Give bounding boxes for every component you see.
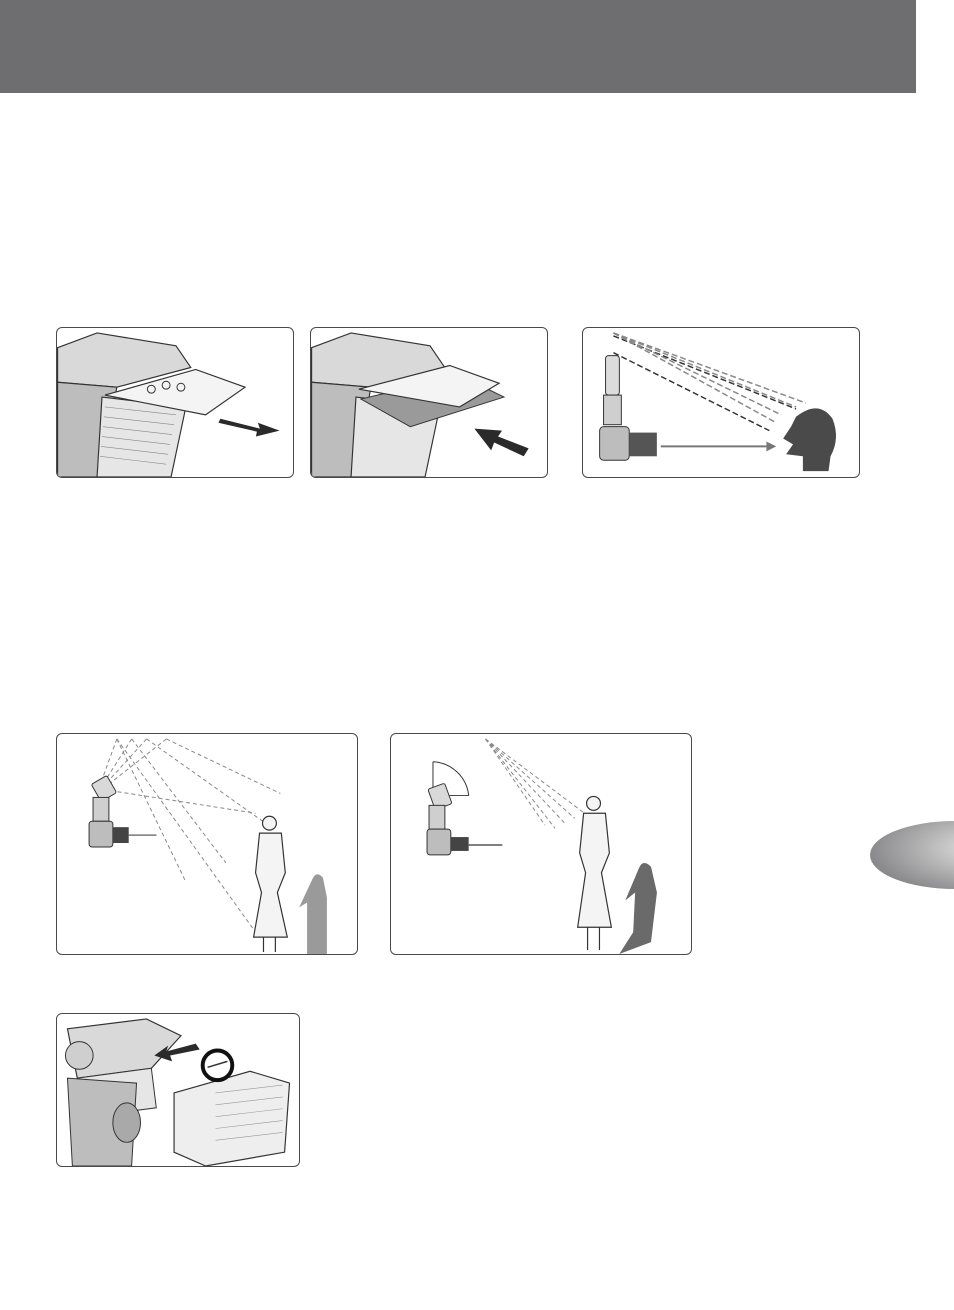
figure-diffuser-attach [56,1013,300,1167]
flash-head-illustration [57,328,293,477]
figure-wide-panel-removal [56,327,294,478]
figure-bounce-angle [390,733,692,955]
header-band [0,0,916,93]
figure-wide-panel-scattered [56,733,358,955]
head-silhouette-icon [783,408,836,471]
person-figure-icon [254,816,288,952]
person-figure-icon [578,796,612,950]
arrow-right-icon [218,419,279,437]
arrow-left-up-icon [474,429,528,457]
figure-bounce-flash-head [582,327,860,478]
figure-wide-panel-insertion [310,327,548,478]
section-tab [870,820,954,890]
